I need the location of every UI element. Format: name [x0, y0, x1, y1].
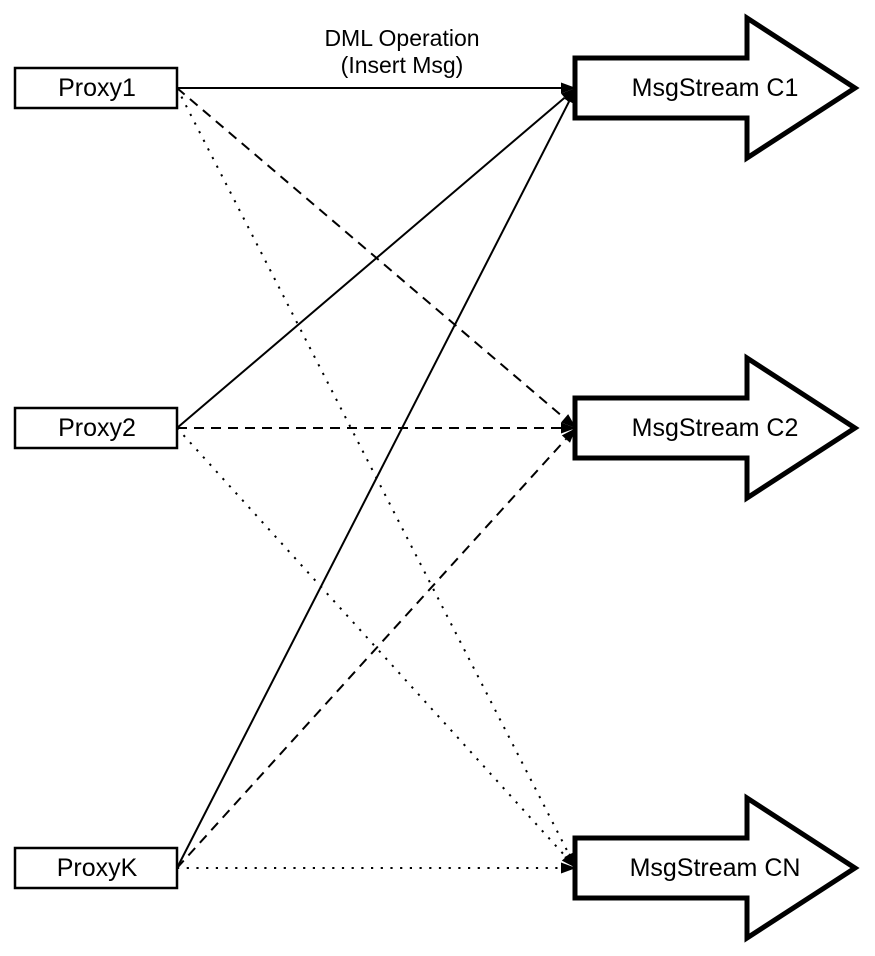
node-msgstream-cn: MsgStream CN: [572, 793, 860, 943]
proxy1-box: [13, 66, 179, 110]
msgstream-c2-label: MsgStream C2: [632, 414, 799, 442]
node-msgstream-c1: MsgStream C1: [572, 13, 860, 163]
proxy2-box: [13, 406, 179, 450]
edges-layer: [176, 82, 576, 874]
arrowhead-icon: [561, 862, 576, 874]
block-arrow-c2-icon: [572, 353, 860, 503]
diagram-title-line2: (Insert Msg): [341, 52, 464, 78]
arrowhead-icon: [561, 853, 576, 868]
block-arrow-c1-icon: [572, 13, 860, 163]
node-proxy1: Proxy1: [13, 66, 179, 110]
block-arrow-cn-icon: [572, 793, 860, 943]
arrowhead-icon: [561, 82, 576, 94]
proxyk-label: ProxyK: [57, 854, 138, 882]
node-proxy2: Proxy2: [13, 406, 179, 450]
arrowhead-icon: [561, 422, 576, 434]
proxy2-label: Proxy2: [58, 414, 136, 442]
arrowhead-icon: [561, 414, 576, 428]
diagram-title-line1: DML Operation: [324, 25, 479, 51]
edge-proxyk-c1: [176, 100, 571, 869]
arrowhead-icon: [561, 428, 576, 443]
node-proxyk: ProxyK: [13, 846, 179, 890]
node-msgstream-c2: MsgStream C2: [572, 353, 860, 503]
edge-proxy1-cn: [176, 87, 571, 856]
edge-proxyk-c2: [176, 438, 567, 869]
edge-proxy2-c1: [176, 96, 566, 429]
msgstream-c1-label: MsgStream C1: [632, 74, 799, 102]
msgstream-cn-label: MsgStream CN: [630, 854, 801, 882]
proxyk-box: [13, 846, 179, 890]
edge-proxy1-c2: [176, 87, 566, 420]
proxy1-label: Proxy1: [58, 74, 136, 102]
edge-proxy2-cn: [176, 427, 567, 858]
